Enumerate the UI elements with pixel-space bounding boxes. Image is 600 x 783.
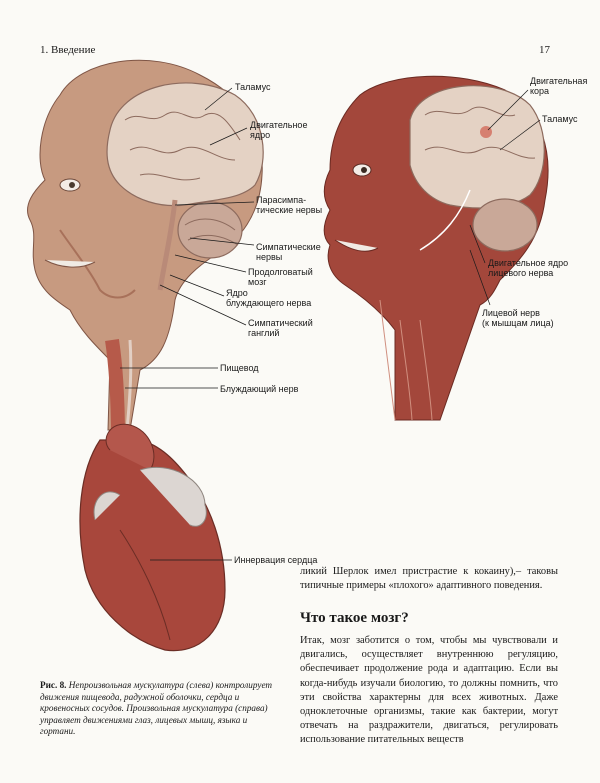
page-number: 17 xyxy=(539,44,550,56)
body-column-bottom: Итак, мозг заботится о том, чтобы мы чув… xyxy=(300,634,558,748)
label-sympathetic-nerves-line2: нервы xyxy=(256,252,283,262)
label-medulla-line2: мозг xyxy=(248,277,267,287)
figure-caption-text: Непроизвольная мускулатура (слева) контр… xyxy=(40,680,273,736)
heart xyxy=(79,423,226,652)
label-vagus-nucleus-line1: Ядро xyxy=(226,288,248,298)
label-sympathetic-ganglion-line1: Симпатический xyxy=(248,318,313,328)
label-thalamus-left: Таламус xyxy=(235,82,271,92)
label-sympathetic-ganglion-line2: ганглий xyxy=(248,328,280,338)
right-brain xyxy=(409,85,545,252)
label-motor-cortex-line2: кора xyxy=(530,86,550,96)
paragraph-1: ликий Шерлок имел пристрастие к кокаину)… xyxy=(300,566,558,592)
label-thalamus-right: Таламус xyxy=(542,114,578,124)
label-facial-nucleus-line1: Двигательное ядро xyxy=(488,258,569,268)
right-leader-lines xyxy=(469,89,541,306)
paragraph-2: Итак, мозг заботится о том, чтобы мы чув… xyxy=(300,635,558,746)
left-leader-lines xyxy=(120,87,255,561)
figure-caption-label: Рис. 8. xyxy=(40,680,67,690)
label-heart-innervation: Иннервация сердца xyxy=(234,555,318,565)
running-header-chapter: 1. Введение xyxy=(40,44,96,56)
label-facial-nerve-line2: (к мышцам лица) xyxy=(482,318,554,328)
label-motor-cortex-line1: Двигательная xyxy=(530,76,588,86)
label-facial-nerve-line1: Лицевой нерв xyxy=(482,308,540,318)
label-facial-nucleus-line2: лицевого нерва xyxy=(488,268,554,278)
label-motor-nucleus-line1: Двигательное xyxy=(250,120,308,130)
label-motor-nucleus-line2: ядро xyxy=(250,130,271,140)
label-vagus-nerve: Блуждающий нерв xyxy=(220,384,299,394)
label-vagus-nucleus-line2: блуждающего нерва xyxy=(226,298,312,308)
label-parasympathetic-line1: Парасимпа- xyxy=(256,195,307,205)
label-esophagus: Пищевод xyxy=(220,363,259,373)
label-sympathetic-nerves-line1: Симпатические xyxy=(256,242,321,252)
section-title: Что такое мозг? xyxy=(300,610,409,626)
left-brain xyxy=(106,82,264,291)
figure-caption: Рис. 8. Непроизвольная мускулатура (слев… xyxy=(40,680,275,738)
label-parasympathetic-line2: тические нервы xyxy=(256,205,323,215)
label-medulla-line1: Продолговатый xyxy=(248,267,313,277)
body-column-top: ликий Шерлок имел пристрастие к кокаину)… xyxy=(300,565,558,593)
